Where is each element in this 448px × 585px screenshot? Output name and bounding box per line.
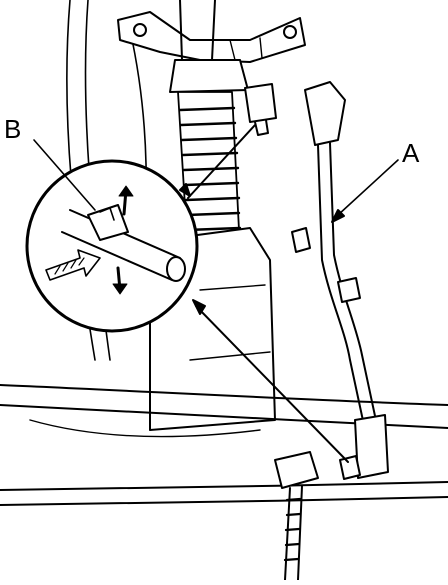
- callout-label-b: B: [4, 114, 22, 144]
- lower-connector: [274, 451, 319, 581]
- upper-bracket: [117, 11, 306, 63]
- leader-lines: [33, 124, 399, 463]
- callout-label-a: A: [402, 138, 420, 168]
- top-connector: [244, 83, 277, 136]
- wire-harness-a: [291, 81, 389, 480]
- detail-magnifier: [25, 159, 199, 333]
